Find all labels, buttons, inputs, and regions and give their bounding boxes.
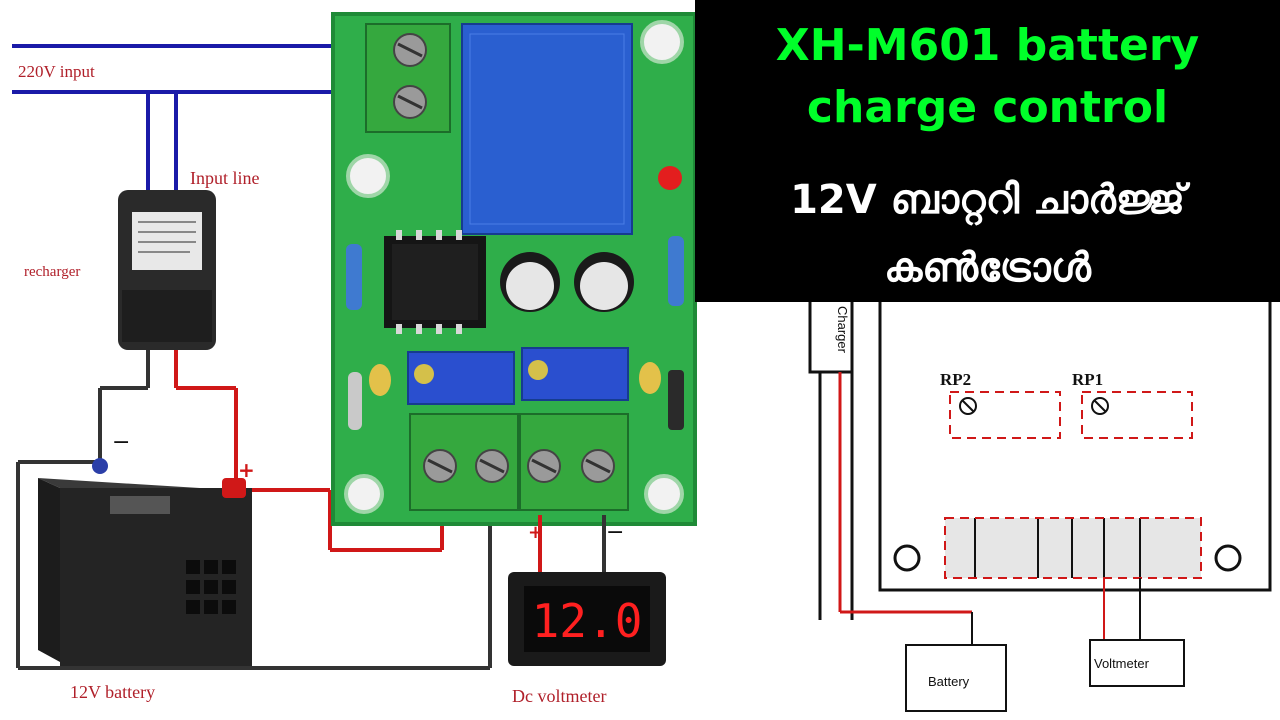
label-recharger: recharger: [24, 264, 81, 280]
voltmeter-plus-sign: +: [528, 522, 544, 543]
title-line-3: 12V ബാറ്ററി ചാർജ്ജ്: [790, 177, 1185, 223]
voltmeter-reading: 12.0: [532, 594, 643, 648]
dc-voltmeter: 12.0: [508, 572, 666, 666]
battery-wires: [16, 350, 492, 670]
schematic-panel: [808, 298, 1272, 712]
battery-minus-sign: −: [112, 430, 131, 455]
recharger-adapter: [118, 190, 216, 350]
battery-12v: [38, 458, 252, 666]
schematic-voltmeter-label: Voltmeter: [1094, 656, 1149, 671]
battery-plus-sign: +: [238, 458, 255, 482]
title-line-4: കൺട്രോൾ: [884, 245, 1091, 291]
schematic-rp2-label: RP2: [940, 370, 972, 389]
label-220v-input: 220V input: [18, 62, 95, 81]
title-line-1: XH-M601 battery: [775, 20, 1200, 71]
label-12v-battery: 12V battery: [70, 682, 156, 702]
label-input-line: Input line: [190, 168, 260, 188]
label-dc-voltmeter: Dc voltmeter: [512, 686, 607, 706]
xh-m601-pcb: [331, 12, 697, 526]
voltmeter-minus-sign: −: [606, 520, 625, 545]
schematic-rp1-label: RP1: [1072, 370, 1104, 389]
title-line-2: charge control: [806, 82, 1169, 133]
schematic-battery-label: Battery: [928, 674, 970, 689]
title-block: XH-M601 battery charge control 12V ബാറ്റ…: [695, 0, 1280, 302]
voltmeter-wires: [538, 515, 606, 574]
schematic-charger-label: Charger: [835, 306, 850, 353]
